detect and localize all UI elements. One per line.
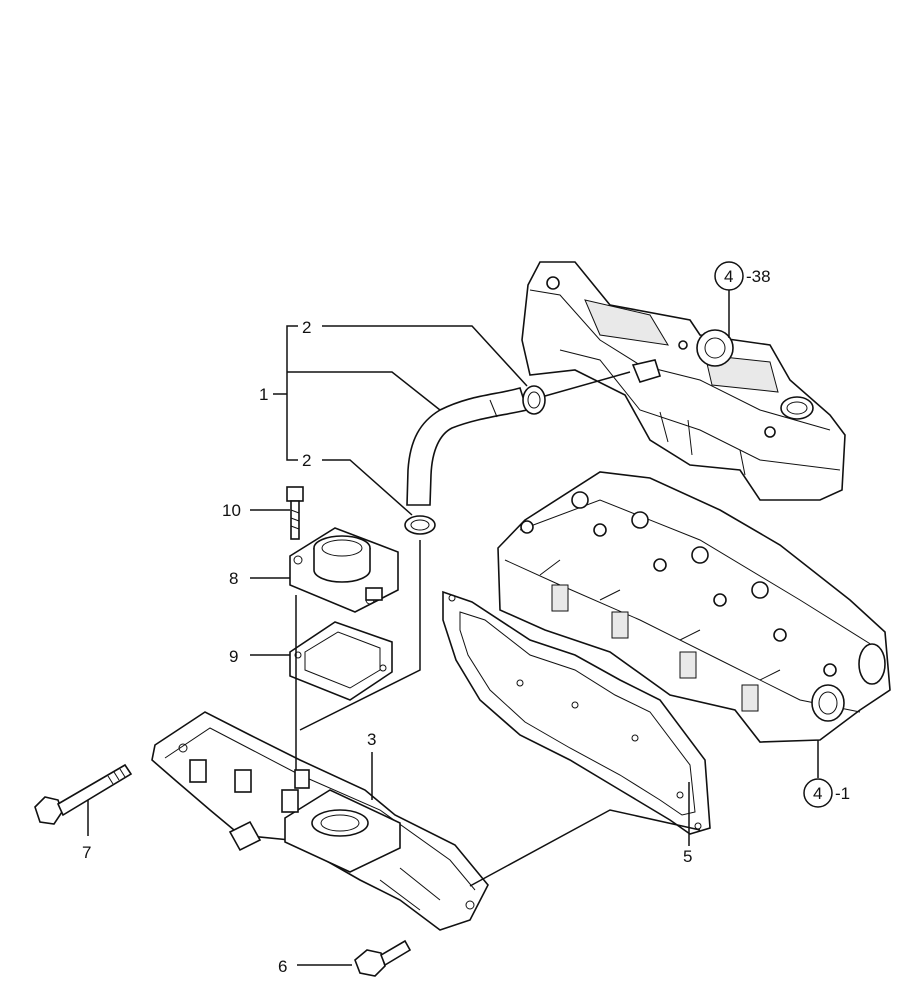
callout-1: 1 bbox=[259, 385, 268, 404]
reference-circle bbox=[714, 261, 744, 291]
bolt-10 bbox=[286, 486, 304, 540]
callout-7: 7 bbox=[82, 843, 91, 862]
callout-10: 10 bbox=[222, 501, 241, 520]
bolt-7 bbox=[34, 763, 133, 825]
callout-2-lower: 2 bbox=[302, 451, 311, 470]
callout-5: 5 bbox=[683, 847, 692, 866]
callout-2-upper: 2 bbox=[302, 318, 311, 337]
reference-cover-suffix: -38 bbox=[746, 267, 771, 286]
bolt-6 bbox=[354, 939, 412, 977]
callout-3: 3 bbox=[367, 730, 376, 749]
reference-head: 4 -1 bbox=[803, 778, 850, 808]
intake-manifold bbox=[151, 711, 489, 931]
flange-joint bbox=[289, 527, 399, 613]
reference-cover-number: 4 bbox=[724, 267, 733, 286]
reference-cover: 4 -38 bbox=[714, 261, 771, 291]
callout-6: 6 bbox=[278, 957, 287, 976]
hose-clip-upper bbox=[522, 385, 546, 415]
head-gasket bbox=[442, 590, 711, 835]
leader-lines bbox=[87, 290, 819, 966]
reference-head-number: 4 bbox=[813, 784, 822, 803]
hose-clip-lower bbox=[404, 515, 436, 535]
flange-gasket bbox=[289, 621, 393, 701]
callout-9: 9 bbox=[229, 647, 238, 666]
callout-8: 8 bbox=[229, 569, 238, 588]
cylinder-head bbox=[497, 471, 891, 743]
reference-circle bbox=[803, 778, 833, 808]
valve-cover bbox=[521, 261, 846, 501]
breather-hose bbox=[406, 387, 529, 506]
reference-head-suffix: -1 bbox=[835, 784, 850, 803]
